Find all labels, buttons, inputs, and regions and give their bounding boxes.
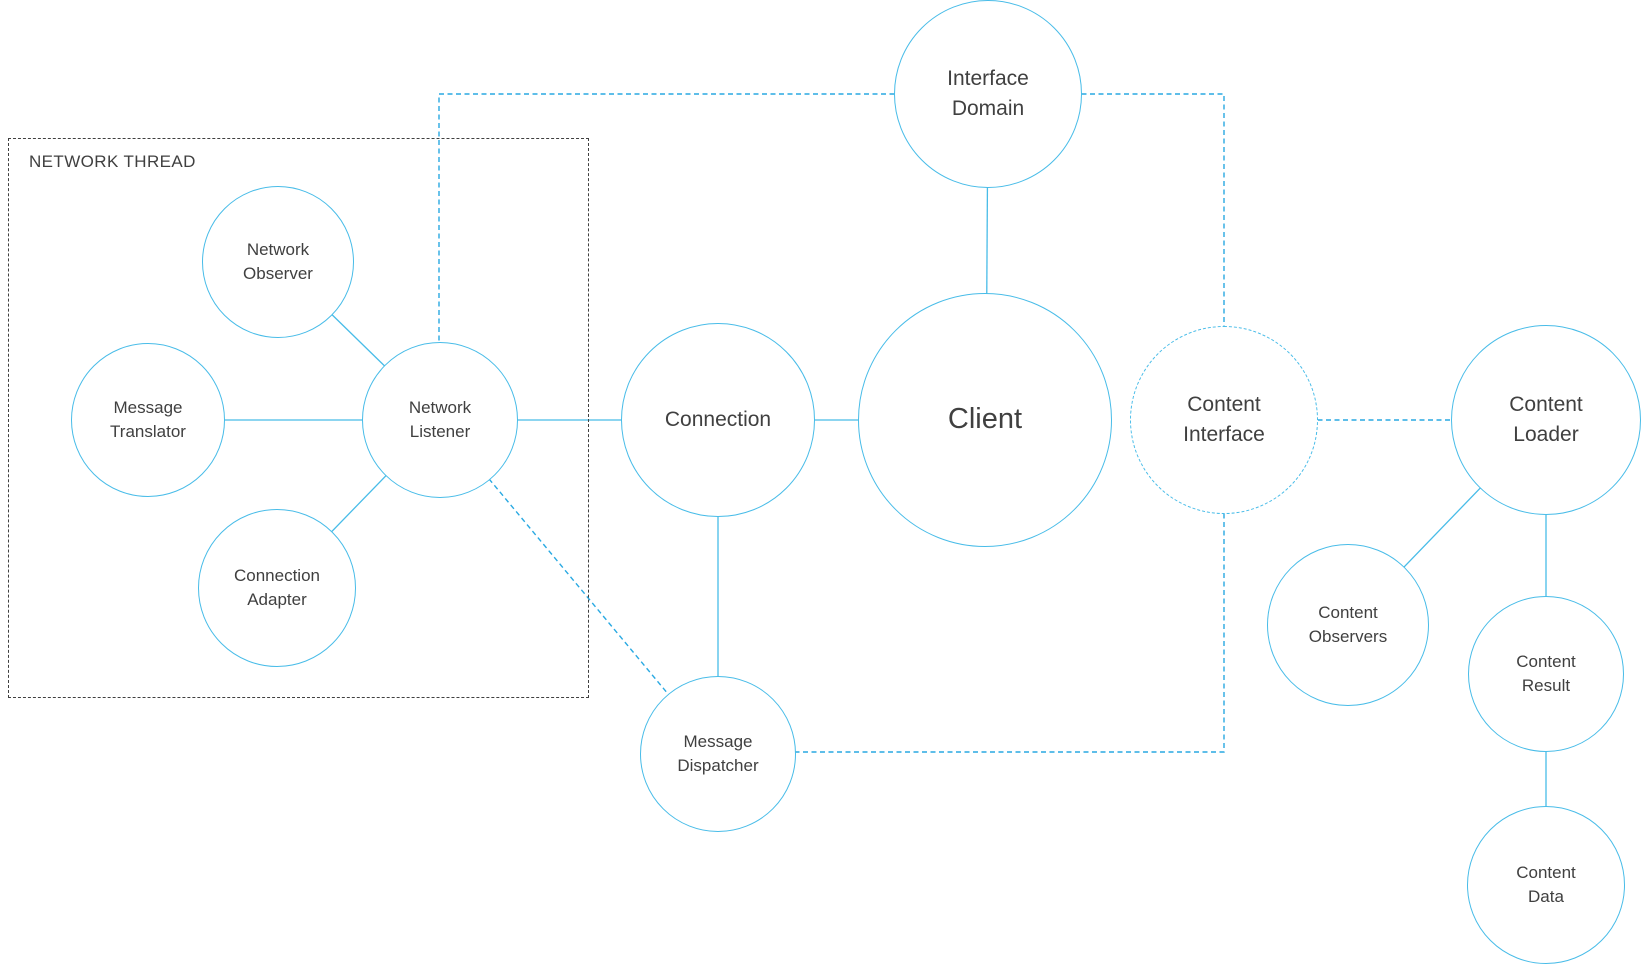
node-label: Content Result [1516, 651, 1576, 695]
node-label: Content Loader [1509, 393, 1583, 446]
network-thread-label: NETWORK THREAD [29, 152, 196, 171]
node-label: Network Listener [408, 397, 472, 441]
node-label: Content Interface [1183, 393, 1265, 446]
node-content-result: Content Result [1468, 596, 1624, 752]
node-network-observer: Network Observer [202, 186, 354, 338]
node-label: Connection [664, 408, 772, 432]
node-message-dispatcher: Message Dispatcher [640, 676, 796, 832]
network-thread-group: NETWORK THREAD [8, 138, 589, 698]
node-connection: Connection [621, 323, 815, 517]
node-connection-adapter: Connection Adapter [198, 509, 356, 667]
node-label: Message Dispatcher [677, 731, 759, 775]
node-label: Network Observer [243, 239, 313, 283]
node-label: Client [947, 403, 1023, 436]
node-interface-domain: Interface Domain [894, 0, 1082, 188]
node-client: Client [858, 293, 1112, 547]
node-label: Content Observers [1308, 602, 1388, 646]
node-label: Interface Domain [947, 67, 1029, 120]
node-label: Message Translator [110, 397, 186, 441]
node-content-interface: Content Interface [1130, 326, 1318, 514]
node-label: Connection Adapter [233, 565, 320, 609]
node-content-data: Content Data [1467, 806, 1625, 964]
node-network-listener: Network Listener [362, 342, 518, 498]
node-content-loader: Content Loader [1451, 325, 1641, 515]
edge-domain-listener-elbow [438, 93, 988, 420]
node-message-translator: Message Translator [71, 343, 225, 497]
node-content-observers: Content Observers [1267, 544, 1429, 706]
node-label: Content Data [1516, 862, 1576, 906]
edge-interface-dispatcher-elbow [718, 420, 1225, 753]
